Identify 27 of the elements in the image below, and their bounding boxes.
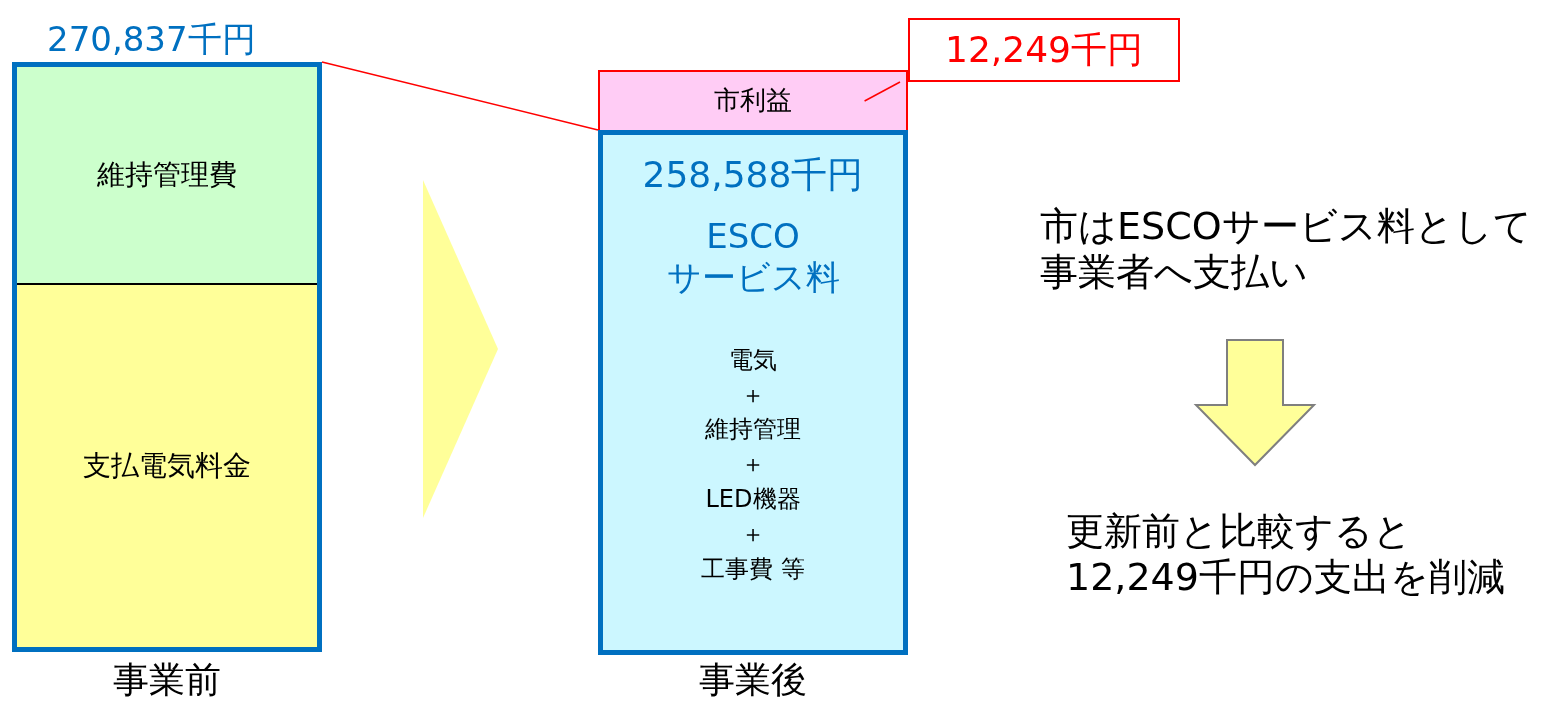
amount-heading: 270,837千円 (47, 19, 256, 60)
amount-label: 258,588千円 (642, 153, 864, 197)
plus-sign: ＋ (741, 519, 765, 549)
note-paragraph: 更新前と比較すると12,249千円の支出を削減 (1066, 509, 1506, 601)
maintenance-segment (17, 67, 317, 285)
note-paragraph: 市はESCOサービス料として事業者へ支払い (1040, 204, 1533, 296)
cost-item: LED機器 (705, 484, 801, 514)
cost-item: 工事費 等 (701, 554, 805, 584)
box-label: 市利益 (714, 85, 792, 117)
saving-callout (908, 18, 1180, 82)
cost-item: 電気 (729, 345, 777, 375)
profit-box (598, 70, 908, 132)
service-fee-label: ESCO サービス料 (665, 216, 841, 298)
box-label: 維持管理費 (97, 158, 237, 192)
after-column (598, 130, 908, 655)
chevron-arrow (423, 180, 498, 518)
plus-sign: ＋ (741, 380, 765, 410)
box-label: 支払電気料金 (83, 449, 251, 483)
cost-item: 維持管理 (705, 415, 801, 445)
box-label: 12,249千円 (945, 28, 1143, 72)
plus-sign: ＋ (741, 450, 765, 479)
leader-line (863, 81, 901, 102)
electricity-segment (17, 285, 317, 647)
connector-line (321, 61, 599, 131)
column-caption: 事業前 (112, 658, 222, 702)
down-block-arrow (1193, 339, 1317, 467)
column-caption: 事業後 (698, 658, 808, 702)
